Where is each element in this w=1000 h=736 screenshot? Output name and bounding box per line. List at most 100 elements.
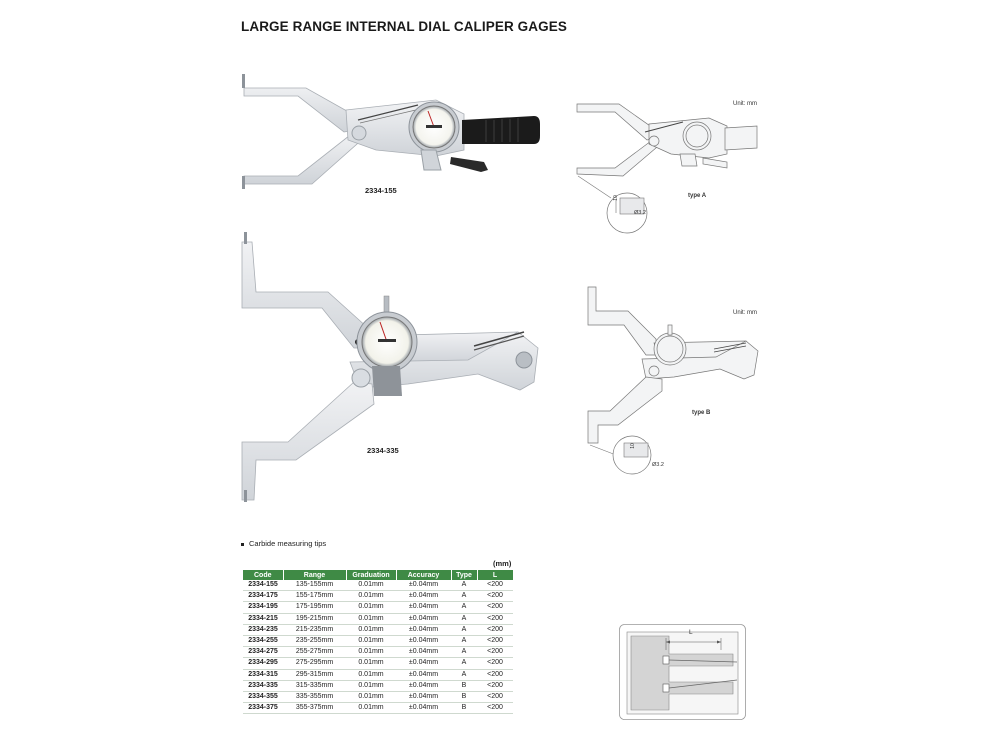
measurement-diagram bbox=[619, 624, 746, 720]
table-cell: A bbox=[451, 601, 477, 614]
table-cell: ±0.04mm bbox=[396, 702, 451, 715]
table-cell: 195-215mm bbox=[283, 613, 346, 625]
table-cell: 2334-175 bbox=[243, 590, 283, 603]
carbide-note-text: Carbide measuring tips bbox=[249, 539, 327, 548]
table-cell: <200 bbox=[477, 590, 513, 603]
table-cell: 0.01mm bbox=[346, 669, 396, 681]
table-cell: A bbox=[451, 624, 477, 636]
table-cell: ±0.04mm bbox=[396, 691, 451, 704]
table-cell: ±0.04mm bbox=[396, 657, 451, 670]
table-cell: 315-335mm bbox=[283, 680, 346, 692]
table-cell: 0.01mm bbox=[346, 646, 396, 659]
table-cell: <200 bbox=[477, 580, 513, 592]
caliper-photo-155 bbox=[242, 74, 540, 189]
table-cell: 335-355mm bbox=[283, 691, 346, 704]
table-cell: A bbox=[451, 590, 477, 603]
table-cell: <200 bbox=[477, 691, 513, 704]
table-cell: 2334-255 bbox=[243, 635, 283, 648]
table-cell: 0.01mm bbox=[346, 613, 396, 625]
table-cell: 0.01mm bbox=[346, 590, 396, 603]
table-cell: ±0.04mm bbox=[396, 669, 451, 681]
type-label-b: type B bbox=[692, 410, 711, 416]
table-cell: 0.01mm bbox=[346, 680, 396, 692]
tip-height-b: 10 bbox=[629, 443, 636, 449]
table-cell: 295-315mm bbox=[283, 669, 346, 681]
table-cell: ±0.04mm bbox=[396, 624, 451, 636]
column-header: Code bbox=[243, 570, 284, 580]
table-cell: 2334-275 bbox=[243, 646, 283, 659]
unit-label-b: Unit: mm bbox=[733, 310, 757, 316]
table-cell: 0.01mm bbox=[346, 580, 396, 592]
caliper-photo-335 bbox=[241, 232, 539, 502]
table-cell: 2334-295 bbox=[243, 657, 283, 670]
type-label-a: type A bbox=[688, 193, 707, 199]
table-cell: 235-255mm bbox=[283, 635, 346, 648]
table-unit: (mm) bbox=[493, 559, 512, 568]
table-cell: <200 bbox=[477, 613, 513, 625]
table-cell: ±0.04mm bbox=[396, 601, 451, 614]
bullet-icon bbox=[241, 542, 244, 546]
column-header: L bbox=[477, 570, 514, 580]
table-cell: 2334-315 bbox=[243, 669, 283, 681]
table-cell: 0.01mm bbox=[346, 624, 396, 636]
unit-label-a: Unit: mm bbox=[733, 101, 757, 107]
column-header: Accuracy bbox=[396, 570, 452, 580]
table-cell: <200 bbox=[477, 702, 513, 715]
table-cell: A bbox=[451, 580, 477, 592]
table-cell: 0.01mm bbox=[346, 635, 396, 648]
table-cell: 0.01mm bbox=[346, 601, 396, 614]
technical-drawing-type-b bbox=[587, 286, 759, 475]
table-cell: B bbox=[451, 702, 477, 715]
table-cell: A bbox=[451, 635, 477, 648]
table-cell: A bbox=[451, 657, 477, 670]
table-cell: 155-175mm bbox=[283, 590, 346, 603]
table-cell: 0.01mm bbox=[346, 702, 396, 715]
table-cell: <200 bbox=[477, 657, 513, 670]
table-cell: 0.01mm bbox=[346, 657, 396, 670]
column-header: Graduation bbox=[346, 570, 397, 580]
table-cell: 2334-235 bbox=[243, 624, 283, 636]
table-cell: <200 bbox=[477, 680, 513, 692]
page-title: LARGE RANGE INTERNAL DIAL CALIPER GAGES bbox=[241, 19, 567, 34]
table-cell: 2334-155 bbox=[243, 580, 283, 592]
table-cell: <200 bbox=[477, 669, 513, 681]
technical-drawing-type-a bbox=[576, 103, 758, 234]
column-header: Type bbox=[451, 570, 478, 580]
table-cell: 135-155mm bbox=[283, 580, 346, 592]
carbide-note: Carbide measuring tips bbox=[241, 539, 326, 548]
table-cell: A bbox=[451, 613, 477, 625]
table-cell: ±0.04mm bbox=[396, 646, 451, 659]
table-cell: 215-235mm bbox=[283, 624, 346, 636]
table-cell: 2334-215 bbox=[243, 613, 283, 625]
table-cell: 2334-195 bbox=[243, 601, 283, 614]
table-cell: 255-275mm bbox=[283, 646, 346, 659]
table-cell: <200 bbox=[477, 646, 513, 659]
table-cell: <200 bbox=[477, 624, 513, 636]
tip-height-a: 10 bbox=[612, 195, 619, 201]
table-cell: ±0.04mm bbox=[396, 635, 451, 648]
table-cell: <200 bbox=[477, 635, 513, 648]
tip-diameter-a: Ø3.2 bbox=[634, 210, 646, 216]
table-cell: 2334-335 bbox=[243, 680, 283, 692]
table-cell: 275-295mm bbox=[283, 657, 346, 670]
table-cell: 2334-355 bbox=[243, 691, 283, 704]
table-cell: 175-195mm bbox=[283, 601, 346, 614]
table-cell: ±0.04mm bbox=[396, 613, 451, 625]
table-cell: B bbox=[451, 680, 477, 692]
table-cell: ±0.04mm bbox=[396, 680, 451, 692]
model-label-155: 2334-155 bbox=[365, 186, 397, 195]
table-cell: A bbox=[451, 669, 477, 681]
